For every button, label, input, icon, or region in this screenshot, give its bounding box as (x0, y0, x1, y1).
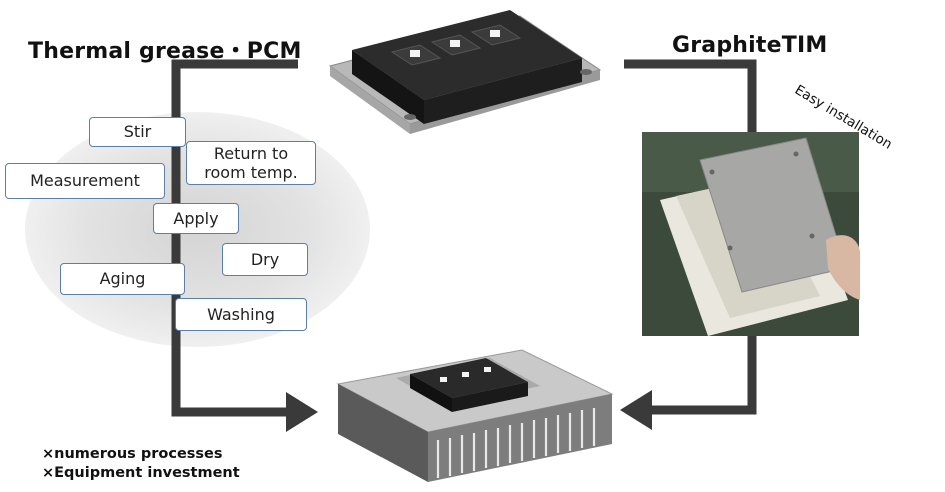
thermal-grease-pcm-title: Thermal grease・PCM (28, 39, 302, 64)
step-aging: Aging (60, 263, 185, 295)
graphite-sheet-photo (642, 132, 860, 336)
step-dry: Dry (222, 243, 308, 276)
note-numerous-processes: ×numerous processes (42, 446, 223, 462)
step-apply: Apply (153, 203, 239, 234)
graphite-tim-title: GraphiteTIM (672, 33, 828, 58)
step-return-line1: Return to (213, 143, 289, 163)
power-module-icon (328, 10, 602, 134)
right-arrow-head (620, 390, 652, 430)
step-measurement: Measurement (5, 163, 165, 199)
left-arrow-head (286, 392, 318, 432)
step-return-room-temp: Return to room temp. (186, 141, 316, 185)
step-washing: Washing (175, 298, 307, 331)
step-return-line2: room temp. (204, 163, 298, 182)
step-stir: Stir (89, 117, 186, 147)
heatsink-module-icon (336, 349, 614, 482)
left-flow-line (171, 59, 298, 417)
note-equipment-investment: ×Equipment investment (42, 465, 240, 481)
